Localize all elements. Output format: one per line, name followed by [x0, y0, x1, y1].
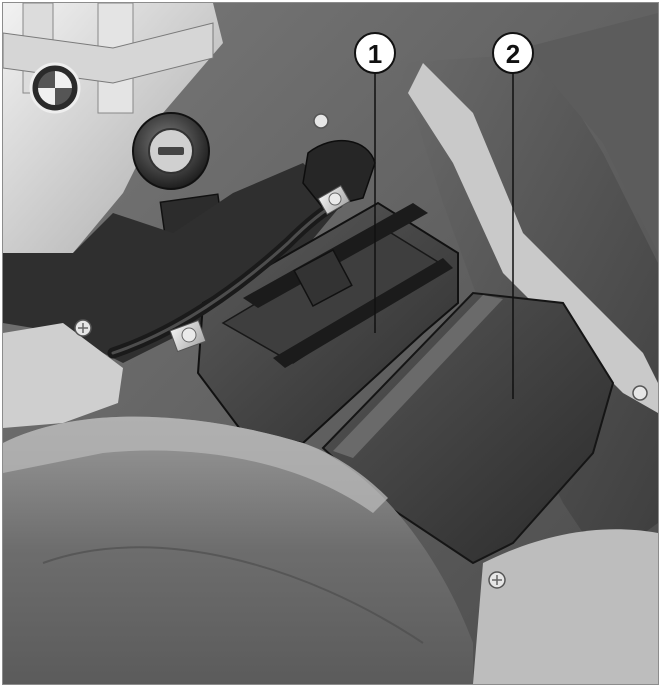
callout-2-label: 2: [506, 39, 520, 69]
terminal-bolt-positive: [317, 185, 351, 215]
wiring-area: [3, 163, 343, 363]
callout-2: 2: [492, 32, 534, 399]
callout-1-label: 1: [368, 39, 382, 69]
mounting-screw: [488, 571, 506, 589]
illustration-canvas: 1 2: [3, 3, 658, 684]
terminal-bolt-negative: [169, 319, 207, 353]
right-upper-panel: [523, 13, 658, 253]
mounting-screw: [313, 113, 329, 129]
tool-kit-bag: [321, 291, 615, 565]
callout-2-circle: [492, 32, 534, 74]
battery-connector: [293, 248, 353, 308]
mounting-screw: [74, 319, 92, 337]
mounting-screw: [632, 385, 648, 401]
callout-1: 1: [354, 32, 396, 333]
left-side-trim: [3, 323, 123, 428]
seat-side-cover: [473, 529, 658, 684]
frame-trim-right: [408, 63, 658, 413]
key-slot: [158, 147, 184, 155]
callout-1-circle: [354, 32, 396, 74]
fuel-tank-edge-highlight: [3, 416, 388, 513]
